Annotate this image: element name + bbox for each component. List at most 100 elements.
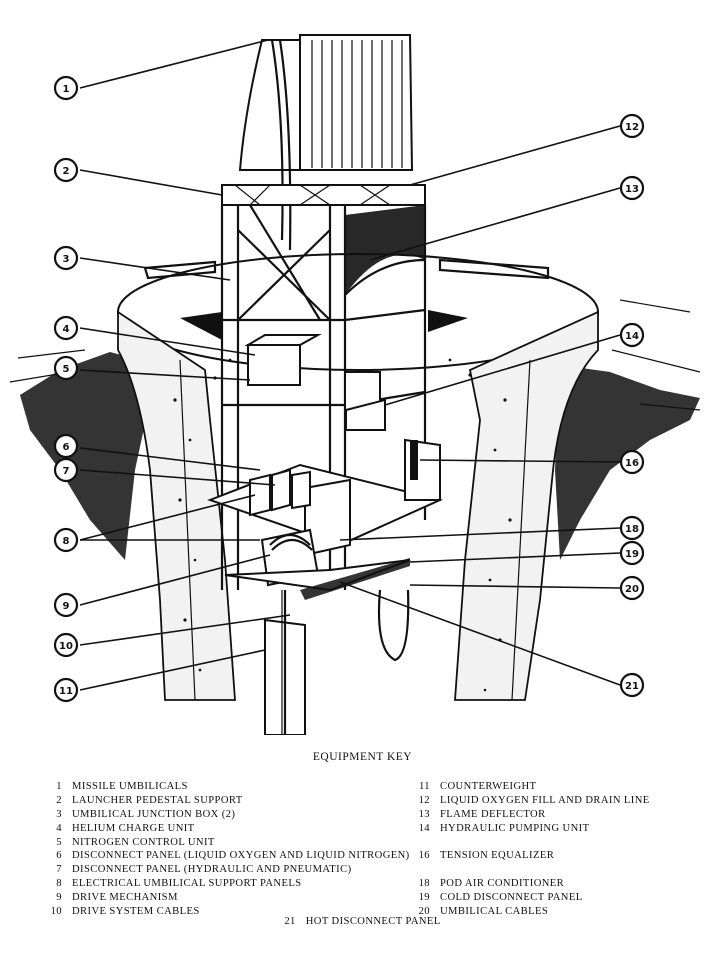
key-item-number: 6 <box>56 850 62 862</box>
svg-text:18: 18 <box>625 524 639 535</box>
key-item: 6 DISCONNECT PANEL (LIQUID OXYGEN AND LIQ… <box>44 849 409 863</box>
key-item-label: LIQUID OXYGEN FILL AND DRAIN LINE <box>440 794 650 806</box>
key-item: 13 FLAME DEFLECTOR <box>412 808 712 822</box>
svg-text:5: 5 <box>63 364 70 375</box>
svg-text:11: 11 <box>59 686 73 697</box>
svg-text:6: 6 <box>63 442 70 453</box>
key-item-number: 14 <box>418 822 430 834</box>
key-item-label: POD AIR CONDITIONER <box>440 878 565 890</box>
key-item-number: 8 <box>56 878 62 890</box>
key-item: 2 LAUNCHER PEDESTAL SUPPORT <box>44 794 404 808</box>
svg-text:1: 1 <box>63 84 70 95</box>
key-item-label: DISCONNECT PANEL (HYDRAULIC AND PNEUMATI… <box>72 864 352 876</box>
svg-text:21: 21 <box>625 681 639 692</box>
key-item-label: UMBILICAL CABLES <box>440 906 549 918</box>
key-item-label: HYDRAULIC PUMPING UNIT <box>440 822 590 834</box>
key-spacer <box>412 863 712 877</box>
key-item-number: 4 <box>56 822 62 834</box>
key-item-number: 1 <box>56 781 62 792</box>
key-item-number: 2 <box>56 794 62 806</box>
leader-lines <box>79 39 621 691</box>
key-item-label: MISSILE UMBILICALS <box>72 781 188 792</box>
svg-text:13: 13 <box>625 184 639 195</box>
key-item-number: 20 <box>418 906 430 918</box>
key-item: 19 COLD DISCONNECT PANEL <box>412 891 712 905</box>
silo-ring <box>117 253 599 701</box>
key-item-number: 12 <box>418 794 430 806</box>
key-item-label: NITROGEN CONTROL UNIT <box>72 836 215 848</box>
key-item: 4 HELIUM CHARGE UNIT <box>44 822 404 836</box>
svg-text:7: 7 <box>63 466 70 477</box>
callout-20: 20 <box>619 575 645 601</box>
svg-text:8: 8 <box>63 536 70 547</box>
callout-2: 2 <box>53 157 79 183</box>
key-item: 8 ELECTRICAL UMBILICAL SUPPORT PANELS <box>44 877 404 891</box>
key-item-label: DISCONNECT PANEL (LIQUID OXYGEN AND LIQU… <box>72 850 410 862</box>
key-item-label: HOT DISCONNECT PANEL <box>305 916 441 927</box>
key-item: 3 UMBILICAL JUNCTION BOX (2) <box>44 808 404 822</box>
key-item: 12 LIQUID OXYGEN FILL AND DRAIN LINE <box>412 794 712 808</box>
key-item: 1 MISSILE UMBILICALS <box>44 780 404 794</box>
key-item: 9 DRIVE MECHANISM <box>44 891 404 905</box>
equipment-key-left-column: 1 MISSILE UMBILICALS 2 LAUNCHER PEDESTAL S… <box>44 780 410 919</box>
callouts-left: 1 2 3 4 5 6 7 8 9 10 11 <box>53 75 79 703</box>
key-item-number: 19 <box>418 892 430 904</box>
key-item-label: UMBILICAL JUNCTION BOX (2) <box>72 808 236 820</box>
svg-text:4: 4 <box>63 324 70 335</box>
callout-13: 13 <box>619 175 645 201</box>
equipment-key-title: EQUIPMENT KEY <box>312 751 413 763</box>
key-item-label: ELECTRICAL UMBILICAL SUPPORT PANELS <box>72 878 302 890</box>
key-item-label: COLD DISCONNECT PANEL <box>440 892 583 904</box>
key-item-label: HELIUM CHARGE UNIT <box>72 822 195 834</box>
key-item: 5 NITROGEN CONTROL UNIT <box>44 836 404 850</box>
key-item-number: 21 <box>284 916 296 927</box>
callout-21: 21 <box>619 672 645 698</box>
callout-5: 5 <box>53 355 79 381</box>
svg-text:19: 19 <box>625 549 639 560</box>
key-item-number: 11 <box>418 781 430 792</box>
svg-text:16: 16 <box>625 458 639 469</box>
callout-18: 18 <box>619 515 645 541</box>
key-item: 10 DRIVE SYSTEM CABLES <box>44 905 404 919</box>
key-item-number: 18 <box>418 878 430 890</box>
key-item-label: LAUNCHER PEDESTAL SUPPORT <box>72 794 243 806</box>
callout-11: 11 <box>53 677 79 703</box>
svg-text:3: 3 <box>63 254 70 265</box>
svg-text:2: 2 <box>63 166 70 177</box>
callout-1: 1 <box>53 75 79 101</box>
key-item-number: 16 <box>418 850 430 862</box>
callout-10: 10 <box>53 632 79 658</box>
key-item-number: 5 <box>56 836 62 848</box>
key-item-number: 3 <box>56 808 62 820</box>
callout-8: 8 <box>53 527 79 553</box>
key-item: 16 TENSION EQUALIZER <box>412 849 712 863</box>
key-item-number: 13 <box>418 808 430 820</box>
key-item-label: TENSION EQUALIZER <box>440 850 555 862</box>
equipment-key-center-item: 21 HOT DISCONNECT PANEL <box>0 916 725 927</box>
key-item-number: 7 <box>56 864 62 876</box>
svg-text:9: 9 <box>63 601 70 612</box>
callout-12: 12 <box>619 113 645 139</box>
launcher-tower <box>207 184 444 735</box>
key-item-label: DRIVE MECHANISM <box>72 892 178 904</box>
svg-text:12: 12 <box>625 122 639 133</box>
svg-text:14: 14 <box>625 331 639 342</box>
key-item: 20 UMBILICAL CABLES <box>412 905 712 919</box>
callout-16: 16 <box>619 449 645 475</box>
callout-6: 6 <box>53 433 79 459</box>
callout-19: 19 <box>619 540 645 566</box>
key-item-label: FLAME DEFLECTOR <box>440 808 546 820</box>
callout-14: 14 <box>619 322 645 348</box>
key-item: 14 HYDRAULIC PUMPING UNIT <box>412 822 712 836</box>
missile-engines <box>238 34 414 251</box>
callouts-right: 12 13 14 16 18 19 20 21 <box>619 113 645 698</box>
key-item-label: DRIVE SYSTEM CABLES <box>72 906 200 918</box>
key-item-number: 9 <box>56 892 62 904</box>
key-item-number: 10 <box>50 906 62 918</box>
key-item: 7 DISCONNECT PANEL (HYDRAULIC AND PNEUMAT… <box>44 863 404 877</box>
callout-7: 7 <box>53 457 79 483</box>
svg-text:20: 20 <box>625 584 639 595</box>
silo-cutaway-illustration: 1 2 3 4 5 6 7 8 9 10 11 12 13 14 16 18 1… <box>9 34 701 735</box>
